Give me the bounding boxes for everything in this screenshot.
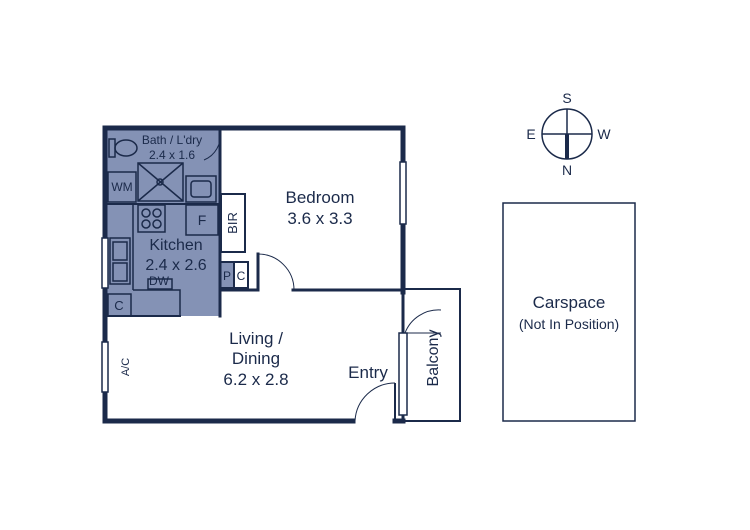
entry-label: Entry [348, 363, 388, 382]
cooktop-icon [137, 204, 166, 233]
pantry-label: P [223, 269, 231, 283]
entry-door-swing [354, 382, 396, 422]
kitchen-size-label: 2.4 x 2.6 [145, 257, 206, 274]
balcony-door-swing [404, 309, 442, 334]
shower-icon [137, 162, 184, 202]
carspace-name-label: Carspace [533, 293, 606, 312]
vanity-icon [185, 175, 217, 203]
balcony-label: Balcony [425, 330, 442, 387]
wet-area-pantry [220, 262, 234, 288]
ac-label: A/C [120, 358, 132, 376]
balcony-outline [403, 288, 461, 422]
bir-box [220, 193, 246, 253]
compass-s-label: S [562, 90, 571, 106]
sink-icon [109, 237, 131, 285]
carspace-note-label: (Not In Position) [519, 316, 619, 332]
fridge-label: F [198, 212, 207, 228]
compass-n-label: N [562, 162, 572, 178]
toilet-icon [108, 138, 138, 158]
compass-icon [541, 108, 593, 160]
bath-name-label: Bath / L'dry [142, 133, 202, 147]
living-name-line2: Dining [232, 349, 280, 368]
island-bench [133, 278, 181, 316]
wm-box [107, 171, 137, 203]
bedroom-size-label: 3.6 x 3.3 [287, 209, 352, 228]
windows [101, 161, 408, 416]
kitchen-name-label: Kitchen [149, 237, 202, 254]
hall-cupboard-label: C [237, 269, 246, 283]
wet-area-bath [106, 129, 220, 204]
bath-size-label: 2.4 x 1.6 [149, 148, 195, 162]
living-size-label: 6.2 x 2.8 [223, 370, 288, 389]
carspace-outline [502, 202, 636, 422]
kitchen-cupboard-label: C [114, 298, 123, 313]
living-name-line1: Living / [229, 329, 283, 348]
dw-label: DW [149, 274, 170, 288]
bedroom-door-swing [257, 253, 295, 291]
bedroom-name-label: Bedroom [286, 188, 355, 207]
compass-e-label: E [526, 126, 535, 142]
hall-cupboard-box [233, 261, 249, 289]
compass-w-label: W [597, 126, 611, 142]
wm-label: WM [111, 180, 132, 194]
bir-label: BIR [225, 212, 240, 234]
